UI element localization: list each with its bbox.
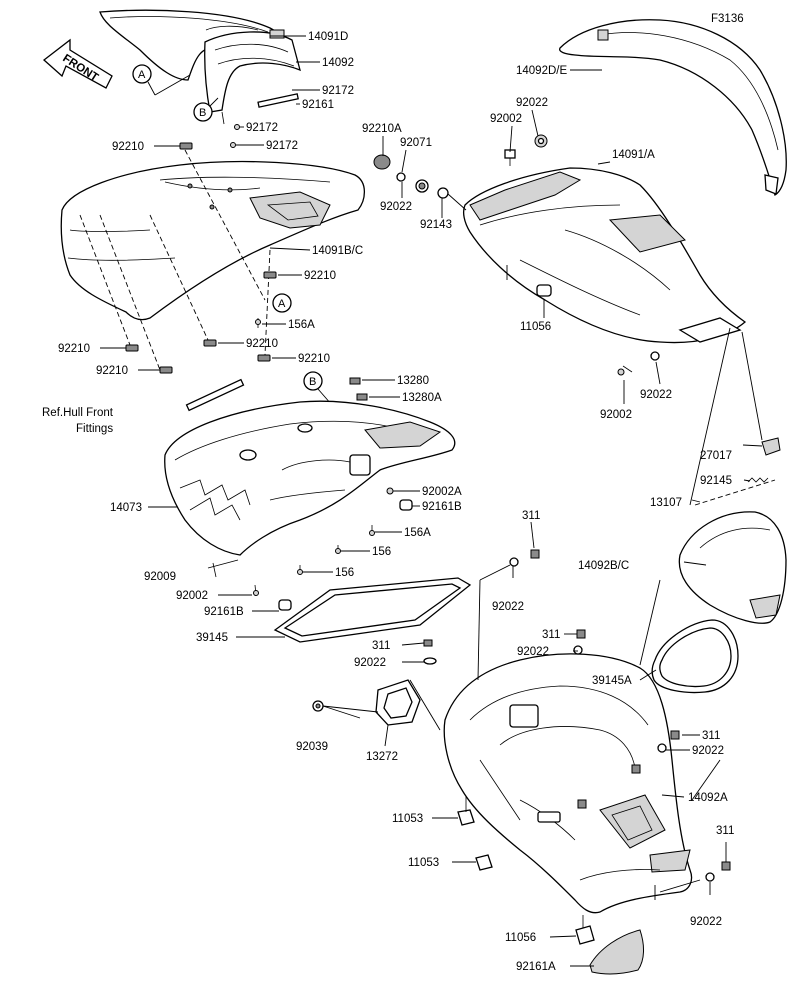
callout-a-top: A: [132, 64, 191, 96]
label-92145: 92145: [700, 475, 732, 487]
part-14092A-inner-hull: [443, 653, 693, 914]
callout-a-mid-letter: A: [278, 298, 286, 310]
callout-b-mid-letter: B: [309, 376, 316, 388]
label-92210A: 92210A: [362, 123, 402, 135]
callout-a-mid: A: [272, 293, 292, 313]
part-92161A-flap: [589, 929, 644, 975]
label-92161B-l: 92161B: [204, 606, 244, 618]
label-92002-top: 92002: [490, 113, 522, 125]
label-92022-mid: 92022: [380, 201, 412, 213]
label-27017: 27017: [700, 450, 732, 462]
part-39145A-seal: [651, 619, 739, 694]
label-92161: 92161: [302, 99, 334, 111]
callout-a-top-letter: A: [138, 69, 146, 81]
screws-92172: [221, 111, 240, 148]
label-92002-right: 92002: [600, 409, 632, 421]
part-13272-bracket: [375, 679, 421, 726]
frame-fasteners: [212, 377, 413, 611]
label-92022-e: 92022: [517, 646, 549, 658]
label-14091D: 14091D: [308, 31, 348, 43]
label-92022-f: 92022: [692, 745, 724, 757]
label-156-a: 156: [372, 546, 391, 558]
label-13280A: 13280A: [402, 392, 442, 404]
inner-hull-fasteners: [423, 549, 731, 945]
label-92210-f: 92210: [298, 353, 330, 365]
label-ref-hull-line2: Fittings: [76, 423, 113, 435]
label-14091BC: 14091B/C: [312, 245, 363, 257]
callout-b-top-letter: B: [199, 107, 206, 119]
label-311-e: 311: [716, 825, 734, 837]
label-ref-hull-line1: Ref.Hull Front: [42, 407, 114, 419]
label-92071: 92071: [400, 137, 432, 149]
label-92022-right: 92022: [640, 389, 672, 401]
leader-lines: [100, 35, 763, 967]
label-13107: 13107: [650, 497, 682, 509]
part-14092DE-fender: [559, 19, 787, 196]
part-92145-spring: [747, 477, 769, 483]
part-14092BC-cover: [678, 511, 787, 624]
label-14092DE: 14092D/E: [516, 65, 567, 77]
label-92210-a: 92210: [112, 141, 144, 153]
label-39145A: 39145A: [592, 675, 632, 687]
label-92002A: 92002A: [422, 486, 462, 498]
label-156-b: 156: [335, 567, 354, 579]
figure-code: F3136: [711, 13, 744, 25]
label-11056-bot: 11056: [505, 932, 536, 944]
label-92161A: 92161A: [516, 961, 556, 973]
label-39145: 39145: [196, 632, 228, 644]
part-14092-bracket: [204, 29, 301, 113]
clips-92210: [125, 142, 277, 374]
callout-b-top: B: [193, 97, 219, 122]
label-92002-left: 92002: [176, 590, 208, 602]
label-14092: 14092: [322, 57, 354, 69]
label-156A-top: 156A: [288, 319, 315, 331]
part-13107-rod: [694, 479, 776, 506]
ref-hull-plate: [185, 378, 245, 412]
label-92009: 92009: [144, 571, 176, 583]
label-92039: 92039: [296, 741, 328, 753]
label-92022-top: 92022: [516, 97, 548, 109]
label-92210-c: 92210: [58, 343, 90, 355]
label-311-a: 311: [522, 510, 540, 522]
label-92210-d: 92210: [246, 338, 278, 350]
label-311-b: 311: [372, 640, 390, 652]
label-92022-d: 92022: [354, 657, 386, 669]
panel-small-parts: [373, 134, 660, 376]
label-11053-b: 11053: [408, 857, 439, 869]
part-14073-frame: [164, 400, 456, 556]
label-11053-a: 11053: [392, 813, 423, 825]
label-92172-c: 92172: [266, 140, 298, 152]
label-92210-e: 92210: [96, 365, 128, 377]
label-13272: 13272: [366, 751, 398, 763]
part-14091A-panel: [463, 167, 747, 344]
label-14092A: 14092A: [688, 792, 728, 804]
part-14091BC-hood: [60, 160, 366, 321]
label-311-c: 311: [542, 629, 560, 641]
label-156A-mid: 156A: [404, 527, 431, 539]
part-27017-cap: [761, 437, 781, 456]
label-92022-g: 92022: [690, 916, 722, 928]
front-arrow: FRONT: [42, 38, 113, 89]
part-labels: 14091D 14092 92172 92161 92172 92172 922…: [42, 31, 734, 973]
label-13280: 13280: [397, 375, 429, 387]
label-14073: 14073: [110, 502, 142, 514]
label-92022-c: 92022: [492, 601, 524, 613]
label-14092BC: 14092B/C: [578, 560, 629, 572]
part-92161-strip: [257, 93, 299, 108]
label-92161B-r: 92161B: [422, 501, 462, 513]
part-39145-gasket: [273, 577, 472, 643]
part-92039-grommet: [312, 700, 324, 712]
label-11056-top: 11056: [520, 321, 551, 333]
label-92172-b: 92172: [246, 122, 278, 134]
label-92143: 92143: [420, 219, 452, 231]
label-14091A: 14091/A: [612, 149, 655, 161]
dashed-fastener-lines: [79, 149, 271, 371]
label-311-d: 311: [702, 730, 720, 742]
label-92210-b: 92210: [304, 270, 336, 282]
label-92172-a: 92172: [322, 85, 354, 97]
